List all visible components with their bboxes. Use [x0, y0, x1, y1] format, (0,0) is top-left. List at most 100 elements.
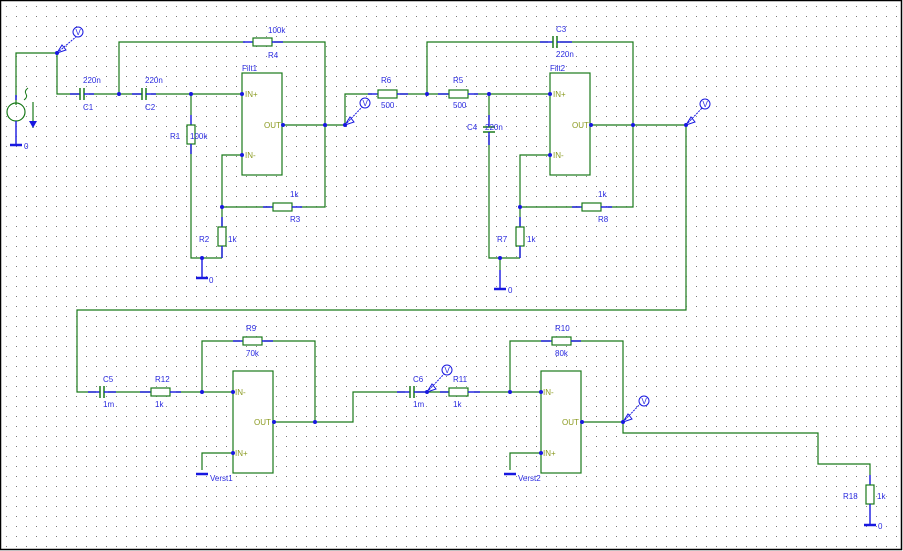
opamp-verst1[interactable]: Verst1 IN- IN+ OUT [210, 388, 271, 483]
r12-label: R12 [155, 375, 170, 384]
wires [15, 41, 871, 475]
filt2-pin-in-plus: IN+ [553, 90, 566, 99]
r1-value: 100k [190, 132, 208, 141]
capacitor-c4[interactable]: C4 220n [467, 115, 503, 145]
c5-label: C5 [103, 375, 114, 384]
r1-label: R1 [170, 132, 181, 141]
voltage-source[interactable]: 0 [6, 87, 37, 151]
c3-label: C3 [556, 25, 567, 34]
ground-1: 0 [196, 258, 214, 285]
resistor-r18[interactable]: R18 1k 0 [843, 475, 886, 531]
voltage-probe-5[interactable]: V [621, 395, 650, 423]
r7-label: R7 [497, 235, 508, 244]
c4-value: 220n [485, 123, 503, 132]
capacitor-c3[interactable]: C3 220n [540, 25, 574, 59]
verst1-pin-out: OUT [254, 418, 271, 427]
verst2-label: Verst2 [518, 474, 541, 483]
verst1-pin-in-plus: IN+ [235, 449, 248, 458]
capacitor-c1[interactable]: 220n C1 [70, 76, 101, 112]
c5-value: 1m [103, 400, 114, 409]
verst1-pin-in-minus: IN- [235, 388, 246, 397]
ground-1-label: 0 [209, 276, 214, 285]
r2-value: 1k [228, 235, 237, 244]
capacitor-c5[interactable]: C5 1m [88, 375, 116, 409]
resistor-r11[interactable]: R11 1k [440, 375, 480, 409]
opamp-verst2[interactable]: Verst2 IN- IN+ OUT [518, 388, 579, 483]
resistor-r7[interactable]: R7 1k [497, 217, 536, 258]
verst2-pin-in-minus: IN- [543, 388, 554, 397]
probe-2-label: V [363, 99, 369, 108]
filt2-pin-out: OUT [572, 121, 589, 130]
verst1-label: Verst1 [210, 474, 233, 483]
filt1-pin-out: OUT [264, 121, 281, 130]
voltage-probe-4[interactable]: V [425, 364, 453, 393]
opamp-filt2-body [549, 72, 591, 176]
r10-value: 80k [555, 349, 569, 358]
r18-label: R18 [843, 492, 858, 501]
r7-value: 1k [527, 235, 536, 244]
resistor-r4[interactable]: 100k R4 [243, 26, 286, 60]
resistor-r2[interactable]: R2 1k [199, 217, 237, 258]
source-ground-label: 0 [24, 142, 29, 151]
r18-ground-label: 0 [878, 522, 883, 531]
c3-value: 220n [556, 50, 574, 59]
filt1-pin-in-plus: IN+ [245, 90, 258, 99]
opamp-filt1[interactable]: Filt1 IN+ IN- OUT [242, 64, 281, 160]
c6-value: 1m [413, 400, 424, 409]
capacitor-c2[interactable]: 220n C2 [132, 76, 163, 112]
voltage-probe-1[interactable]: V [55, 26, 84, 54]
verst2-pin-out: OUT [562, 418, 579, 427]
r10-label: R10 [555, 324, 570, 333]
r3-label: R3 [290, 215, 301, 224]
resistor-r8[interactable]: 1k R8 [572, 190, 612, 224]
r12-value: 1k [155, 400, 164, 409]
r9-label: R9 [246, 324, 257, 333]
probe-4-label: V [445, 366, 451, 375]
filt2-label: Filt2 [550, 64, 566, 73]
voltage-probe-2[interactable]: V [343, 97, 371, 126]
r11-label: R11 [453, 375, 468, 384]
r3-value: 1k [290, 190, 299, 199]
capacitor-c6[interactable]: C6 1m [397, 375, 427, 409]
resistor-r1[interactable]: R1 100k [170, 115, 208, 154]
opamp-filt2[interactable]: Filt2 IN+ IN- OUT [550, 64, 589, 160]
probe-1-label: V [76, 28, 82, 37]
c6-label: C6 [413, 375, 424, 384]
opamp-filt1-body [241, 72, 283, 176]
probe-5-label: V [642, 397, 648, 406]
verst2-pin-in-plus: IN+ [543, 449, 556, 458]
filt1-pin-in-minus: IN- [245, 151, 256, 160]
opamp-verst1-body [232, 370, 274, 474]
ground-2: 0 [494, 258, 513, 295]
c2-label: C2 [145, 103, 156, 112]
opamp-verst2-body [540, 370, 582, 474]
filt1-label: Filt1 [242, 64, 258, 73]
resistor-r6[interactable]: R6 500 [368, 76, 408, 110]
r6-value: 500 [381, 101, 395, 110]
r9-value: 70k [246, 349, 260, 358]
resistor-r12[interactable]: R12 1k [140, 375, 181, 409]
r4-value: 100k [268, 26, 286, 35]
c1-value: 220n [83, 76, 101, 85]
resistor-r3[interactable]: 1k R3 [263, 190, 302, 224]
resistor-r5[interactable]: R5 500 [438, 76, 478, 110]
r5-value: 500 [453, 101, 467, 110]
r5-label: R5 [453, 76, 464, 85]
ground-2-label: 0 [508, 286, 513, 295]
probe-3-label: V [703, 100, 709, 109]
c4-label: C4 [467, 123, 478, 132]
r8-label: R8 [598, 215, 609, 224]
resistor-r9[interactable]: R9 70k [233, 324, 273, 358]
junction-nodes [55, 51, 688, 455]
r6-label: R6 [381, 76, 392, 85]
resistor-r10[interactable]: R10 80k [541, 324, 581, 358]
r8-value: 1k [598, 190, 607, 199]
filt2-pin-in-minus: IN- [553, 151, 564, 160]
c1-label: C1 [83, 103, 94, 112]
c2-value: 220n [145, 76, 163, 85]
voltage-probe-3[interactable]: V [684, 98, 711, 126]
r4-label: R4 [268, 51, 279, 60]
r18-value: 1k [877, 492, 886, 501]
